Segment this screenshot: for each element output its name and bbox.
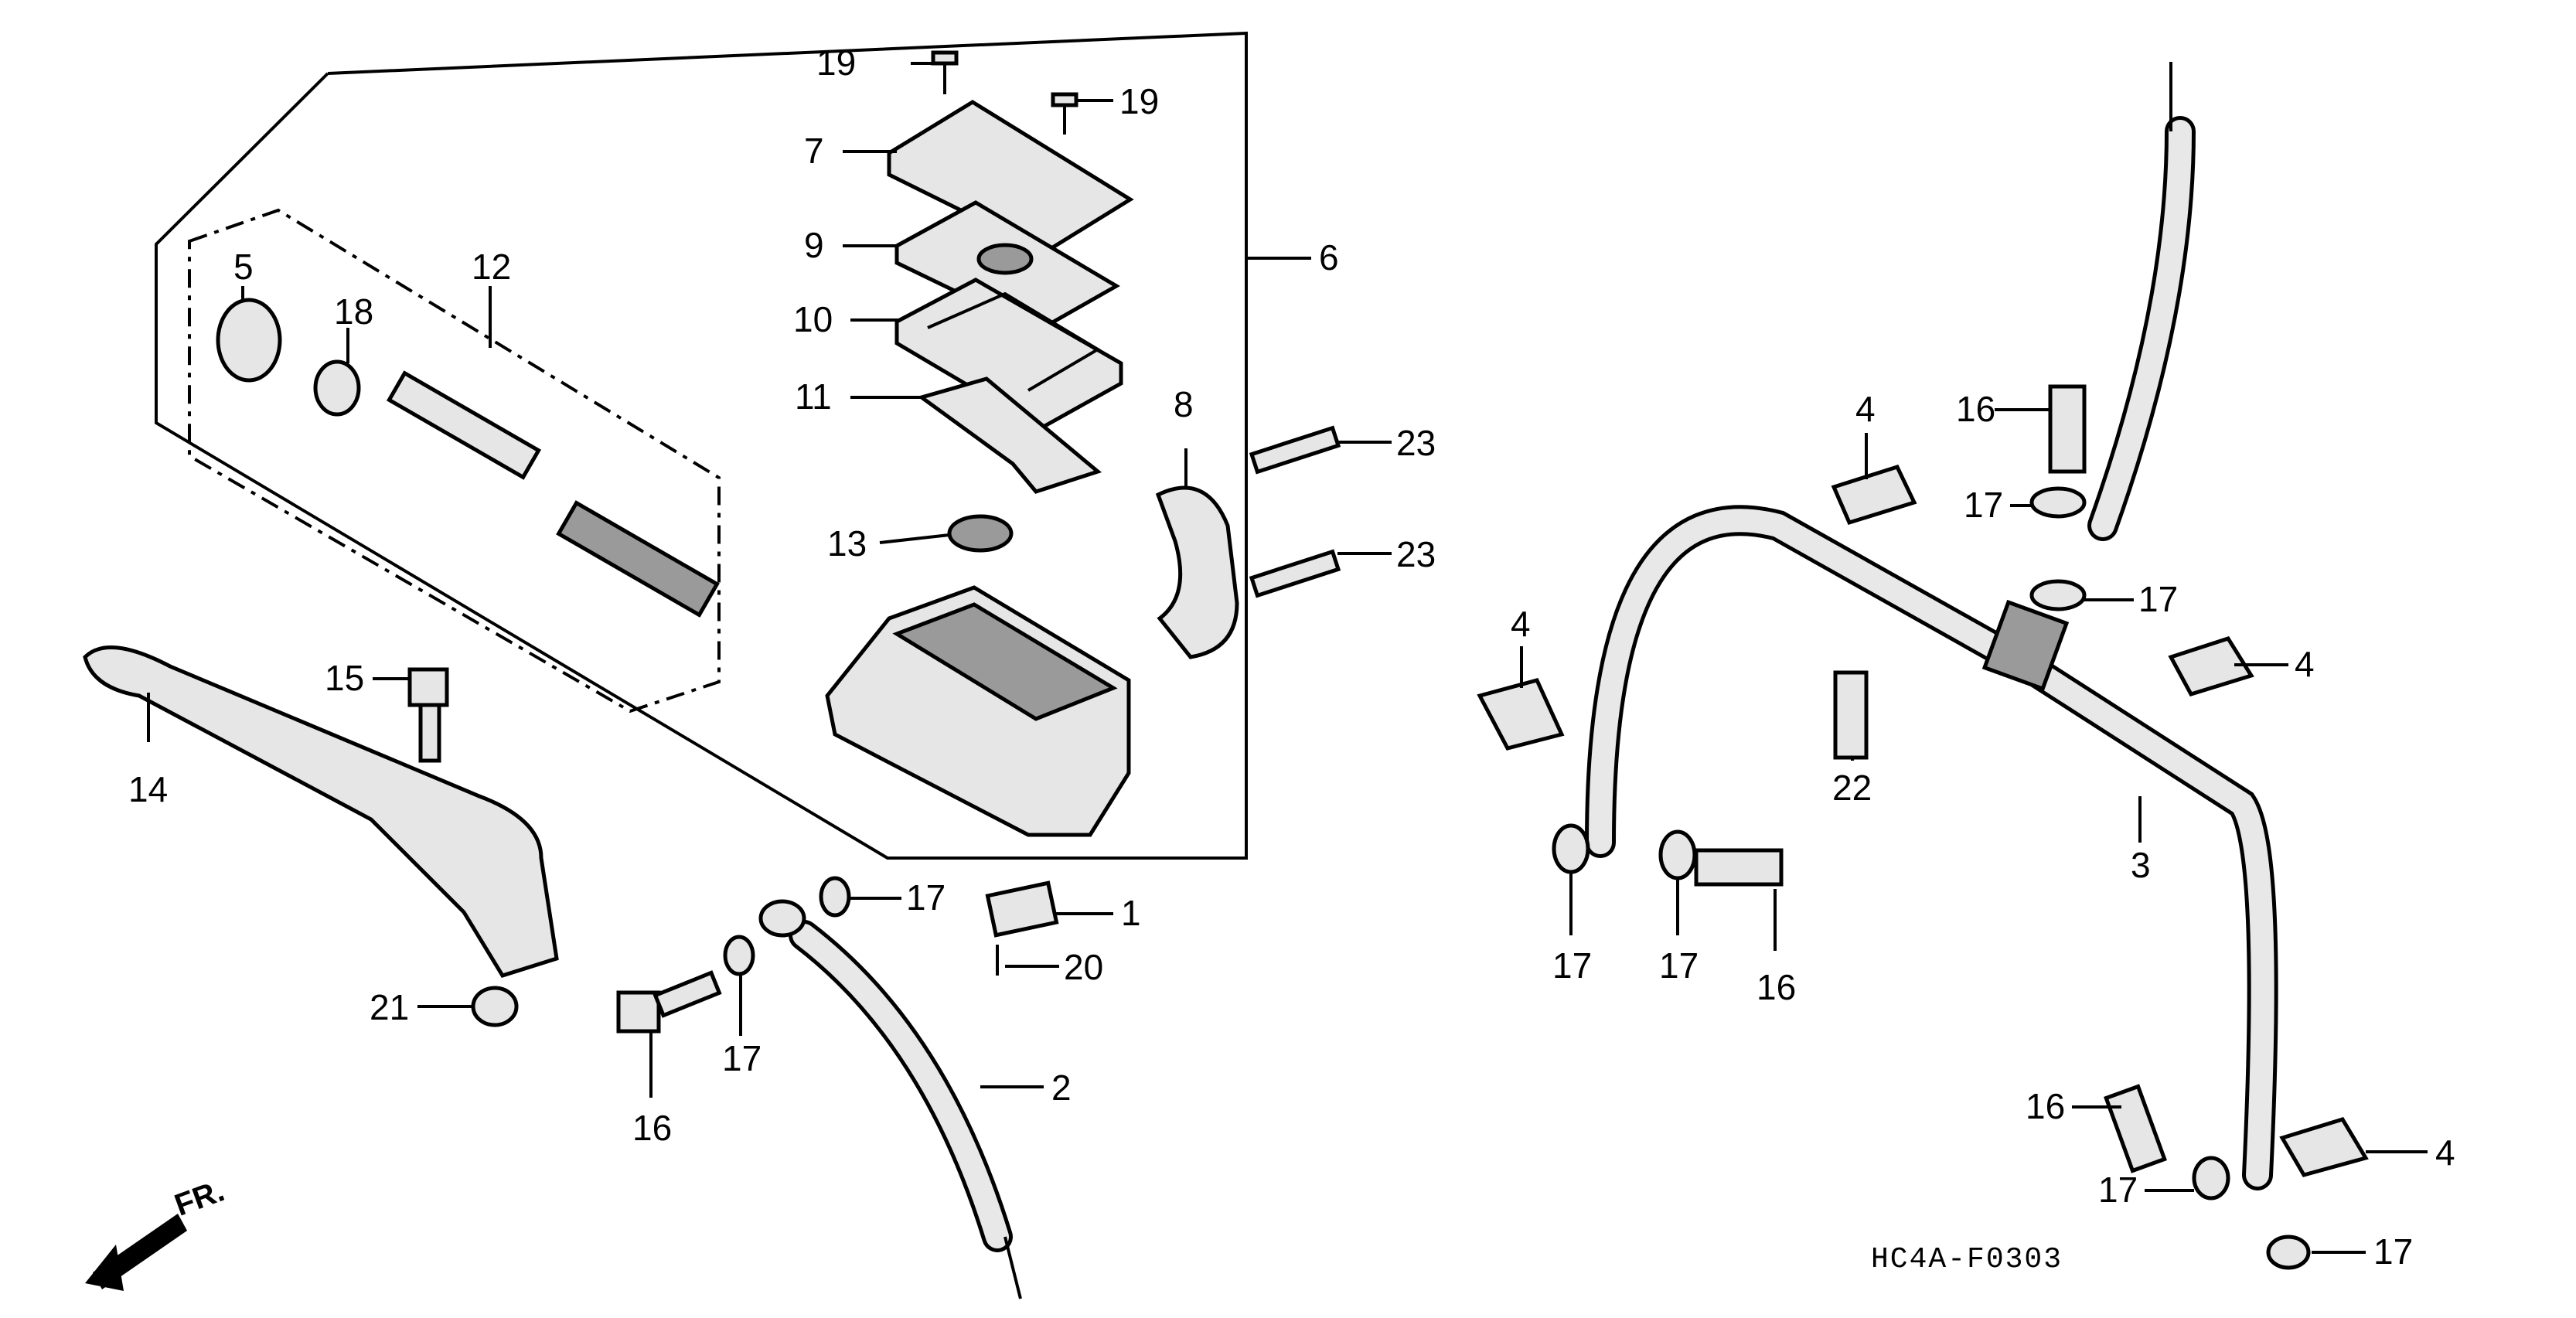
callout-11: 11	[795, 376, 832, 417]
callout-10: 10	[793, 299, 833, 339]
holder-bolt	[1249, 549, 1341, 598]
lower-brake-hose-assembly	[1585, 116, 2278, 1190]
oil-bolt	[616, 970, 722, 1034]
callout-7: 7	[804, 131, 824, 171]
callout-20: 20	[1064, 947, 1104, 987]
sealing-washer	[2029, 486, 2087, 519]
callout-17: 17	[2138, 579, 2179, 619]
callout-3: 3	[2131, 845, 2151, 885]
callout-17: 17	[722, 1038, 762, 1078]
callout-16: 16	[1956, 389, 1996, 429]
callout-5: 5	[233, 247, 254, 287]
hose-clamp	[1477, 678, 1565, 751]
callout-23: 23	[1396, 423, 1436, 463]
reservoir-cap-screw	[931, 50, 959, 94]
leader-lines	[147, 62, 2428, 1254]
diaphragm-boot	[947, 514, 1014, 553]
circlip	[313, 359, 361, 417]
callout-19: 19	[1119, 81, 1160, 121]
plate-boss	[976, 243, 1034, 275]
sealing-washer	[2266, 1235, 2311, 1270]
brake-switch	[985, 880, 1059, 938]
oil-bolt	[1694, 848, 1784, 887]
diaphragm-fold	[927, 291, 1101, 392]
hose-clamp	[2168, 636, 2254, 696]
spring	[556, 500, 720, 618]
callout-2: 2	[1051, 1068, 1072, 1108]
piston-boot	[216, 298, 282, 383]
callout-17: 17	[906, 877, 946, 918]
callout-1: 1	[1121, 893, 1141, 933]
callout-6: 6	[1319, 237, 1339, 278]
callout-16: 16	[632, 1108, 673, 1148]
oil-bolt	[2104, 1084, 2167, 1173]
master-cylinder-holder	[1155, 485, 1239, 659]
callout-15: 15	[325, 658, 365, 698]
upper-brake-hose	[758, 899, 1013, 1252]
callout-4: 4	[1511, 604, 1531, 644]
callout-4: 4	[2295, 644, 2315, 684]
piston-kit-group-outline	[188, 208, 721, 713]
reservoir-cap	[887, 100, 1134, 254]
callout-8: 8	[1174, 384, 1194, 424]
diagram-code: HC4A-F0303	[1871, 1243, 2063, 1276]
callout-22: 22	[1832, 768, 1872, 808]
protector	[917, 376, 1102, 494]
brake-lever	[83, 645, 559, 978]
sealing-washer	[723, 935, 755, 976]
callout-14: 14	[128, 769, 169, 809]
callout-21: 21	[370, 987, 410, 1027]
master-cylinder-body	[825, 585, 1131, 837]
callout-13: 13	[827, 523, 867, 564]
hose-clamp	[1831, 464, 1917, 526]
sealing-washer	[819, 876, 851, 918]
lever-pivot-bolt	[407, 667, 449, 763]
callout-18: 18	[334, 291, 374, 332]
callout-19: 19	[816, 43, 857, 83]
pivot-nut	[471, 986, 519, 1027]
callout-17: 17	[1659, 945, 1699, 986]
reservoir-cavity	[892, 602, 1118, 721]
callout-16: 16	[1757, 967, 1797, 1007]
callout-4: 4	[2435, 1132, 2455, 1173]
callout-17: 17	[1552, 945, 1593, 986]
callout-12: 12	[472, 247, 512, 287]
oil-bolt	[2048, 384, 2087, 474]
piston	[386, 370, 542, 480]
sealing-washer	[2029, 579, 2087, 611]
callout-17: 17	[2373, 1231, 2414, 1272]
holder-bolt	[1249, 425, 1341, 475]
callout-17: 17	[2098, 1170, 2138, 1210]
master-cylinder-group-outline	[155, 31, 1248, 860]
hose-direction-arrow	[1003, 1236, 1022, 1299]
sealing-washer	[1552, 823, 1590, 874]
callout-4: 4	[1855, 389, 1876, 429]
callout-9: 9	[804, 225, 824, 265]
front-arrow-head	[85, 1245, 124, 1291]
callout-23: 23	[1396, 534, 1436, 574]
callout-16: 16	[2026, 1086, 2066, 1126]
callout-17: 17	[1964, 485, 2004, 525]
three-way-joint-bolt	[1833, 670, 1869, 760]
sealing-washer	[1658, 829, 1697, 880]
reservoir-cap-screw	[1051, 92, 1078, 135]
hose-clamp	[2279, 1117, 2369, 1177]
sealing-washer	[2192, 1156, 2230, 1201]
